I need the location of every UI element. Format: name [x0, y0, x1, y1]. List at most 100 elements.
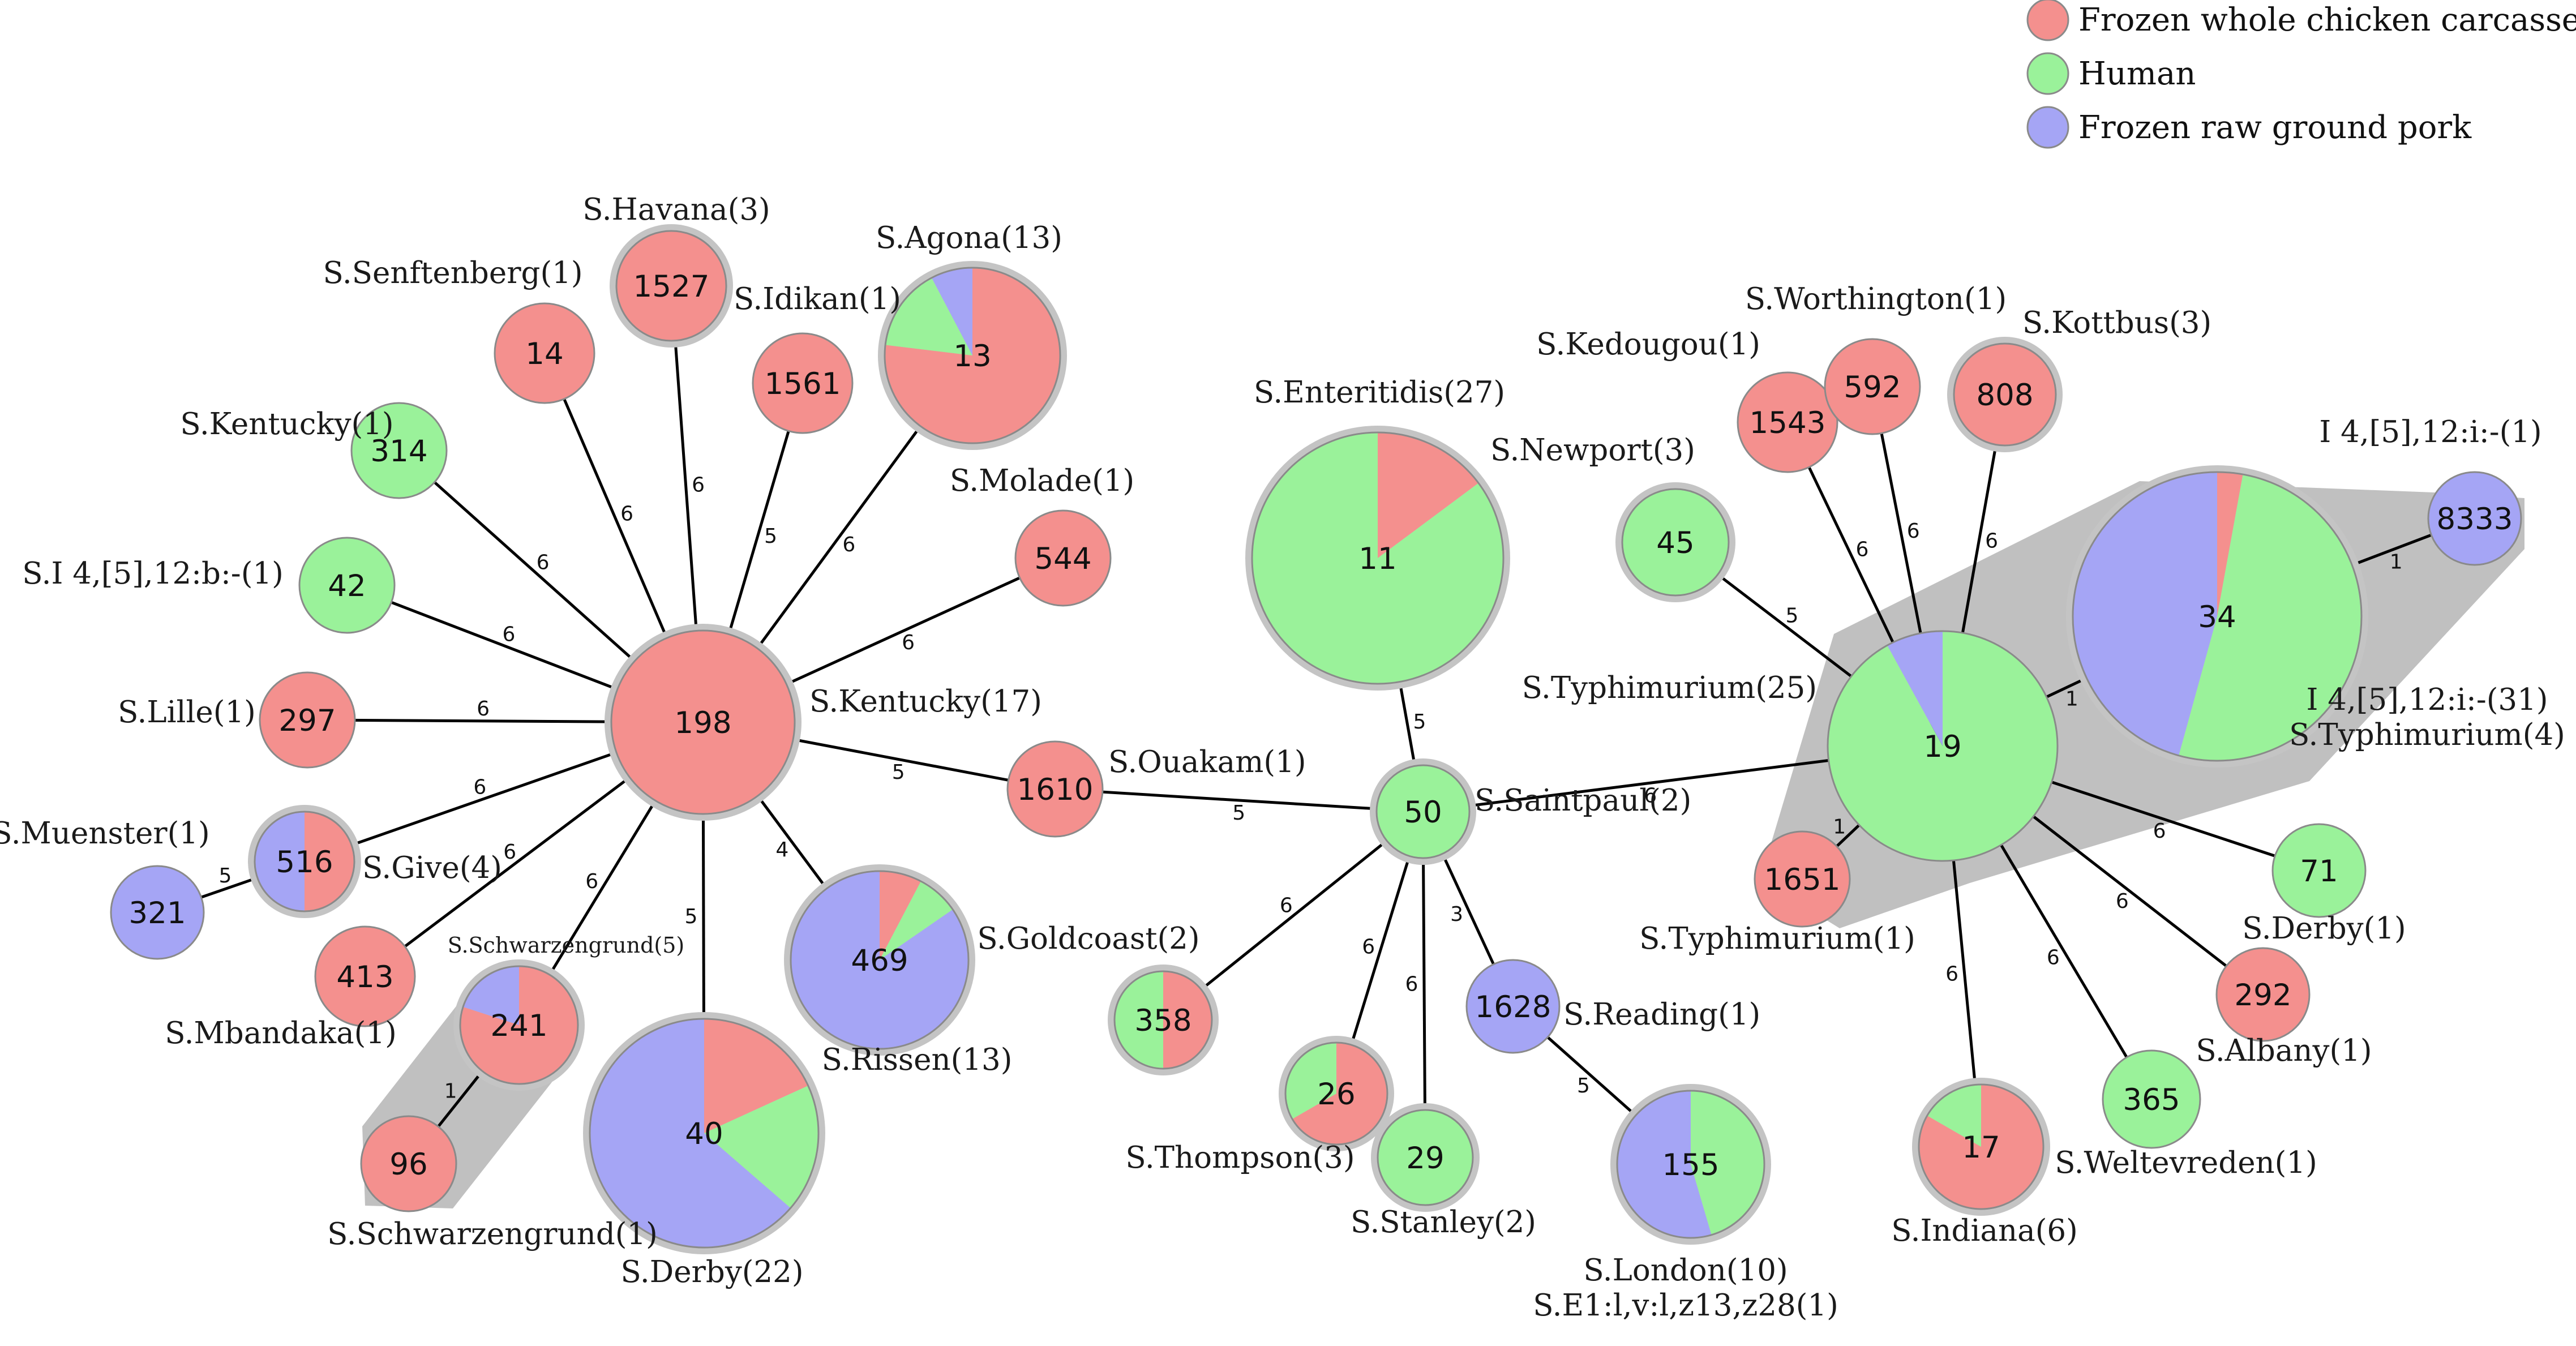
pie-slice-human [1285, 1043, 1336, 1119]
legend-item-human: Human [2026, 52, 2196, 95]
node-st-365: 365 [2102, 1049, 2201, 1149]
pie-slice-chicken [2217, 472, 2243, 616]
node-st-number: 241 [490, 1009, 547, 1043]
node-st-number: 1527 [633, 269, 710, 304]
node-label: S.London(10) [1583, 1253, 1788, 1288]
node-st-number: 19 [1923, 730, 1961, 764]
pie-slice-chicken [1754, 830, 1851, 928]
node-st-number: 8333 [2437, 502, 2513, 537]
node-st-number: 96 [389, 1147, 427, 1182]
pie-slice-human [704, 1086, 818, 1208]
node-outline [1827, 630, 2059, 862]
node-st-808: 808 [1947, 337, 2063, 452]
edge-weight-label: 1 [2390, 550, 2403, 573]
node-st-number: 314 [370, 434, 427, 469]
pie-slice-pork [255, 812, 305, 911]
node-label: S.Kedougou(1) [1536, 327, 1760, 362]
edge-weight-label: 3 [1450, 903, 1463, 926]
node-label: S.Stanley(2) [1351, 1205, 1536, 1240]
edge-weight-label: 6 [585, 870, 598, 893]
node-st-34: 34 [2066, 465, 2368, 768]
node-st-number: 34 [2198, 600, 2236, 635]
edge-weight-label: 6 [1405, 973, 1418, 996]
pie-slice-chicken [610, 629, 796, 815]
node-st-number: 365 [2123, 1083, 2180, 1117]
node-label: S.Lille(1) [118, 695, 256, 730]
pie-slice-chicken [880, 871, 921, 960]
edge-weight-label: 6 [2047, 946, 2060, 970]
node-st-297: 297 [259, 671, 356, 769]
node-label-secondary: S.Typhimurium(4) [2289, 718, 2565, 752]
pie-slice-chicken [1014, 509, 1112, 607]
node-label: S.Albany(1) [2196, 1034, 2372, 1068]
edge-weight-label: 6 [1362, 936, 1375, 959]
node-st-292: 292 [2215, 947, 2311, 1042]
node-st-592: 592 [1824, 338, 1921, 435]
pie-slice-chicken [1006, 740, 1104, 838]
edge-weight-label: 6 [477, 697, 490, 721]
node-st-number: 1561 [765, 367, 841, 401]
pie-slice-human [1252, 432, 1504, 684]
pie-slice-chicken [460, 966, 578, 1084]
legend-swatch [2026, 106, 2069, 149]
node-st-number: 155 [1662, 1148, 1719, 1182]
edge-weight-label: 5 [1413, 710, 1426, 734]
node-st-8333: 8333 [2427, 471, 2522, 566]
pie-slice-chicken [360, 1115, 457, 1212]
node-label: S.Goldcoast(2) [977, 921, 1199, 956]
pie-slice-chicken [1953, 342, 2057, 447]
node-label: S.Kentucky(17) [809, 684, 1042, 719]
pie-slice-pork [463, 966, 519, 1025]
pie-slice-chicken [2215, 947, 2311, 1042]
node-outline [1113, 970, 1213, 1070]
edge-50-29 [1421, 811, 1427, 1158]
edge-weight-label: 6 [2153, 820, 2166, 843]
node-st-40: 40 [583, 1012, 825, 1254]
edge-weight-label: 6 [537, 551, 550, 575]
edge-weight-label: 6 [1644, 784, 1657, 807]
pie-slice-chicken [314, 925, 416, 1027]
edge-50-358 [1162, 811, 1424, 1021]
node-st-1543: 1543 [1737, 371, 1838, 473]
node-outline [589, 1018, 820, 1249]
pie-slice-chicken [1737, 371, 1838, 473]
node-label: S.Weltevreden(1) [2055, 1146, 2317, 1180]
edge-weight-label: 1 [1833, 815, 1846, 838]
node-st-42: 42 [298, 537, 396, 634]
node-st-1561: 1561 [752, 332, 854, 434]
pie-slice-chicken [704, 1019, 808, 1133]
node-label: S.Ouakam(1) [1108, 745, 1306, 779]
edge-weight-label: 4 [775, 838, 788, 861]
node-st-number: 29 [1406, 1141, 1444, 1176]
node-st-number: 321 [128, 896, 186, 931]
node-st-17: 17 [1912, 1078, 2050, 1216]
pie-slice-chicken [259, 671, 356, 769]
node-label: S.Senftenberg(1) [323, 256, 582, 290]
node-label: S.Kentucky(1) [180, 407, 393, 441]
node-st-number: 71 [2300, 854, 2338, 889]
node-label: S.Reading(1) [1563, 997, 1760, 1032]
edge-weight-label: 5 [1786, 604, 1799, 627]
nodes: 1981415271561135443144229751632141324196… [110, 224, 2522, 1254]
node-st-1610: 1610 [1006, 740, 1104, 838]
edge-weight-label: 5 [892, 761, 905, 784]
pie-slice-pork [1617, 1091, 1712, 1238]
node-outline [884, 267, 1061, 444]
pie-slice-chicken [1163, 971, 1212, 1069]
node-label: S.Muenster(1) [0, 816, 210, 851]
pie-slice-pork [2073, 472, 2217, 756]
legend-swatch [2026, 52, 2069, 95]
legend-label: Human [2078, 55, 2196, 92]
node-label: S.Rissen(13) [822, 1043, 1013, 1077]
node-label: S.Derby(1) [2242, 911, 2406, 946]
legend-label: Frozen raw ground pork [2078, 109, 2472, 146]
node-st-number: 1543 [1750, 406, 1826, 440]
node-outline [254, 811, 355, 912]
pie-slice-human [2271, 823, 2367, 918]
pie-slice-human [1115, 971, 1163, 1069]
node-label: S.Indiana(6) [1891, 1214, 2078, 1248]
edge-weight-label: 5 [684, 905, 697, 928]
node-st-19: 19 [1827, 630, 2059, 862]
edge-weight-label: 5 [1577, 1074, 1590, 1098]
